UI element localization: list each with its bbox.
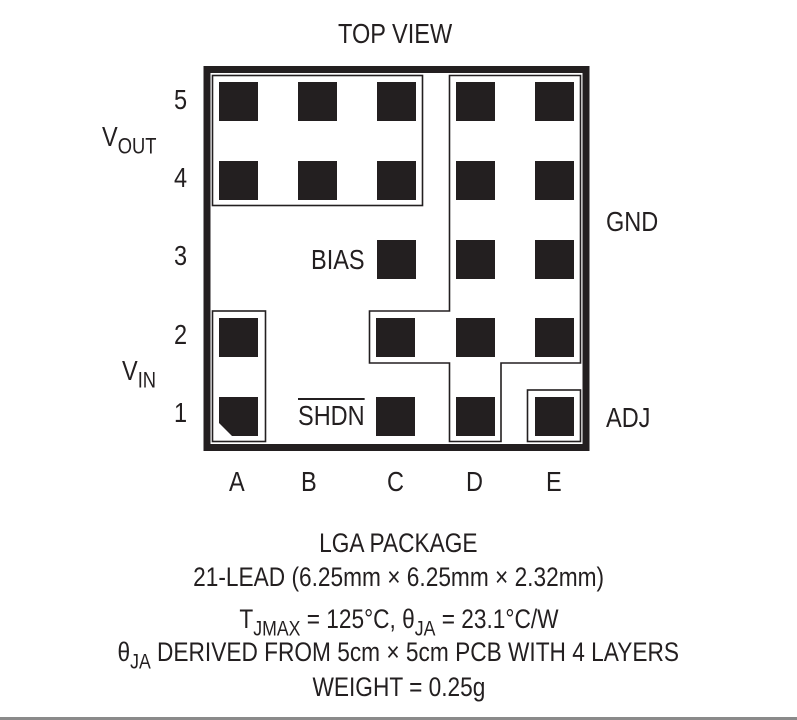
pad-E2 (535, 318, 574, 357)
label-gnd: GND (606, 206, 659, 237)
pad-D2 (456, 318, 495, 357)
theta-sub: JA (414, 617, 435, 641)
pad-E5 (535, 82, 574, 121)
pad-E4 (535, 161, 574, 200)
row-label-5: 5 (174, 84, 188, 115)
pad-C3-bias (377, 240, 416, 279)
row-label-2: 2 (174, 319, 188, 350)
bottom-divider (0, 717, 797, 720)
label-bias: BIAS (311, 244, 365, 275)
thermal-ratings: TJMAX = 125°C, θJA = 23.1°C/W (0, 604, 797, 639)
vin-group-outline (211, 310, 267, 443)
label-vout-sub: OUT (117, 133, 157, 159)
column-label-D: D (466, 466, 483, 497)
row-label-4: 4 (174, 162, 188, 193)
derived-theta-sub: JA (130, 650, 152, 674)
tjmax-symbol: T (238, 604, 253, 634)
column-label-E: E (546, 466, 562, 497)
pad-D3 (456, 240, 495, 279)
package-body-outline (203, 66, 590, 451)
pad-C4 (377, 161, 416, 200)
pad-B4 (298, 161, 337, 200)
theta-symbol: θ (401, 604, 415, 634)
row-label-3: 3 (174, 240, 188, 271)
label-vin-main: V (122, 355, 138, 386)
pad-B5 (298, 82, 337, 121)
pad-E3 (535, 240, 574, 279)
pad-C1-shdn (376, 397, 415, 436)
package-lead-desc-text: 21-LEAD (6.25mm × 6.25mm × 2.32mm) (193, 562, 604, 592)
adj-group-outline (526, 389, 582, 443)
label-adj: ADJ (606, 402, 651, 433)
label-vin-sub: IN (137, 367, 157, 393)
label-vin: VIN (122, 355, 156, 391)
pad-D1 (456, 397, 495, 436)
thermal-derivation-text: θJA DERIVED FROM 5cm × 5cm PCB WITH 4 LA… (117, 637, 680, 672)
vout-group-outline (211, 74, 424, 207)
label-shdn: SHDN (298, 400, 365, 431)
pad-D5 (456, 82, 495, 121)
thermal-ratings-text: TJMAX = 125°C, θJA = 23.1°C/W (238, 604, 559, 639)
pad-A5 (219, 82, 258, 121)
derived-theta-symbol: θ (117, 637, 131, 667)
pad-A2 (219, 318, 258, 357)
pad-D4 (456, 161, 495, 200)
theta-value: = 23.1°C/W (434, 604, 559, 634)
column-label-C: C (387, 466, 404, 497)
package-weight-text: WEIGHT = 0.25g (312, 672, 485, 702)
pad-C5 (377, 82, 416, 121)
thermal-derivation: θJA DERIVED FROM 5cm × 5cm PCB WITH 4 LA… (0, 637, 797, 672)
derived-text: DERIVED FROM 5cm × 5cm PCB WITH 4 LAYERS (151, 637, 680, 667)
package-weight: WEIGHT = 0.25g (0, 672, 797, 703)
column-label-B: B (301, 466, 317, 497)
pad-A4 (219, 161, 258, 200)
gnd-group-outline (368, 74, 582, 443)
label-vout-main: V (102, 121, 118, 152)
diagram-title: TOP VIEW (338, 18, 453, 49)
package-lead-desc: 21-LEAD (6.25mm × 6.25mm × 2.32mm) (0, 562, 797, 593)
tjmax-sub: JMAX (252, 617, 300, 641)
package-name: LGA PACKAGE (0, 528, 797, 559)
pad-A1-chamfered (219, 397, 258, 436)
row-label-1: 1 (174, 397, 188, 428)
pad-E1-adj (535, 397, 574, 436)
pad-C2 (376, 318, 415, 357)
label-vout: VOUT (102, 121, 156, 157)
tjmax-value: = 125°C, (299, 604, 402, 634)
column-label-A: A (229, 466, 245, 497)
package-name-text: LGA PACKAGE (319, 528, 478, 558)
